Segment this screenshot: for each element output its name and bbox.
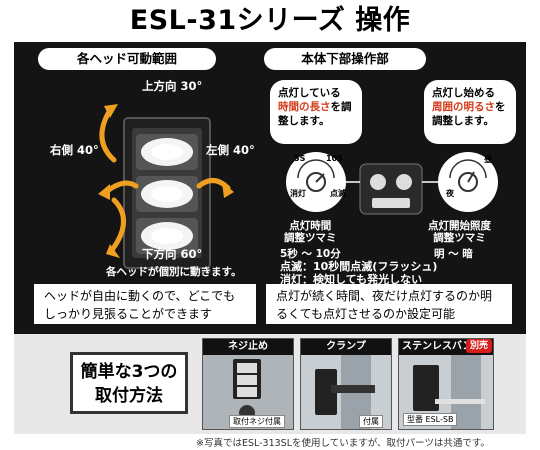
knob-left-label: 点灯時間 調整ツマミ xyxy=(284,220,337,244)
bubble-brightness-pre: 点灯し始める xyxy=(432,87,495,99)
controls-illustration xyxy=(286,152,498,215)
bubble-brightness-highlight: 周囲の明るさ xyxy=(432,101,495,113)
operation-panel: 各ヘッド可動範囲 xyxy=(14,42,526,334)
blink-description: 点滅：10秒間点滅(フラッシュ) xyxy=(280,260,438,273)
off-description: 消灯：検知しても発光しない xyxy=(280,273,423,286)
knob-right-mark-night: 夜 xyxy=(446,189,454,198)
knob-right-mark-day: 昼 xyxy=(484,155,492,164)
photo-clamp-caption: 付属 xyxy=(359,415,383,428)
knob-left-mark-10s: 10S xyxy=(326,154,343,163)
photo-screw-label: ネジ止め xyxy=(203,339,293,355)
head-info-box: ヘッドが自由に動くので、どこでもしっかり見張ることができます xyxy=(34,284,256,324)
footnote: ※写真ではESL-313SLを使用していますが、取付パーツは共通です。 xyxy=(196,438,490,449)
photo-screw-mount: ネジ止め 取付ネジ付属 xyxy=(202,338,294,430)
left-angle-label: 左側 40° xyxy=(206,143,255,157)
photo-clamp: クランプ 付属 xyxy=(300,338,392,430)
bubble-duration-post: を調整します。 xyxy=(278,101,352,127)
right-angle-label: 右側 40° xyxy=(50,143,99,157)
methods-title: 簡単な3つの取付方法 xyxy=(70,352,188,414)
head-note: 各ヘッドが個別に動きます。 xyxy=(106,266,242,278)
range-right: 明 〜 暗 xyxy=(434,248,473,260)
photo-clamp-label: クランプ xyxy=(301,339,391,355)
knob-left-mark-off: 消灯 xyxy=(290,189,306,198)
range-left: 5秒 〜 10分 xyxy=(280,248,341,260)
knob-left-mark-blink: 点滅 xyxy=(330,189,346,198)
controls-info-box: 点灯が続く時間、夜だけ点灯するのか明るくても点灯させるのか設定可能 xyxy=(266,284,512,324)
photo-stainless-band: ステンレスバンド 型番 ESL-SB xyxy=(398,338,494,430)
section-heading-controls: 本体下部操作部 xyxy=(264,48,426,70)
floodlight-illustration xyxy=(98,104,234,273)
up-angle-label: 上方向 30° xyxy=(142,79,203,93)
photo-screw-caption: 取付ネジ付属 xyxy=(229,415,285,428)
bubble-duration-highlight: 時間の長さ xyxy=(278,101,331,113)
page-title: ESL-31シリーズ 操作 xyxy=(0,0,540,42)
down-angle-label: 下方向 60° xyxy=(142,247,203,261)
bubble-duration-pre: 点灯している xyxy=(278,87,341,99)
bubble-brightness-post: を調整します。 xyxy=(432,101,506,127)
bubble-brightness: 点灯し始める 周囲の明るさを調整します。 xyxy=(424,80,516,144)
photo-band-caption: 型番 ESL-SB xyxy=(403,413,458,426)
sold-separately-badge: 別売 xyxy=(466,339,493,353)
knob-right-label: 点灯開始照度 調整ツマミ xyxy=(428,220,491,244)
knob-left-mark-5s: 5S xyxy=(294,154,306,163)
section-heading-head-range: 各ヘッド可動範囲 xyxy=(38,48,216,70)
bubble-duration: 点灯している 時間の長さを調整します。 xyxy=(270,80,362,144)
